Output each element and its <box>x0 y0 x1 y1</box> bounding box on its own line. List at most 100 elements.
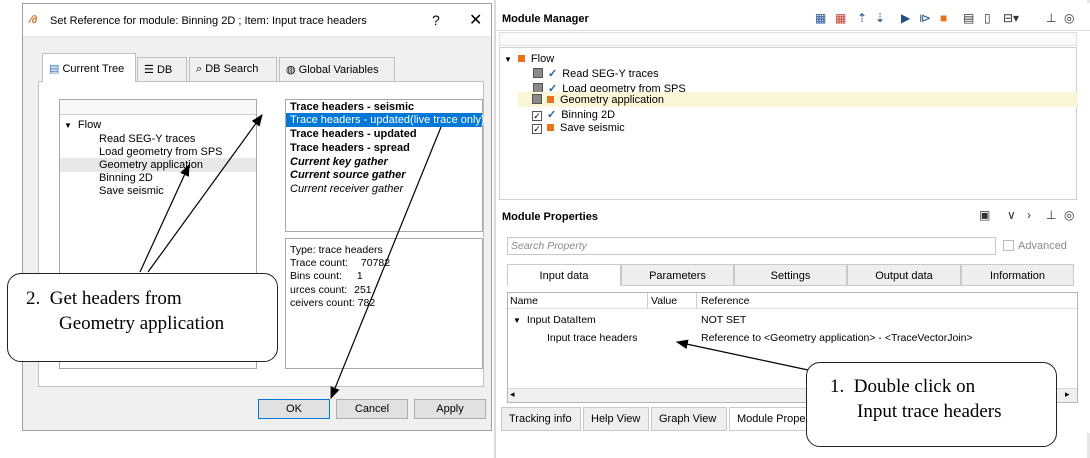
grid-row-input-dataitem[interactable]: ▼Input DataItem <box>513 314 596 326</box>
header-item[interactable]: Trace headers - updated <box>290 128 417 140</box>
tree-item[interactable]: Save seismic <box>99 185 164 197</box>
callout-text: Input trace headers <box>857 401 1002 422</box>
properties-grid[interactable]: Name Value Reference ▼Input DataItem NOT… <box>507 292 1078 403</box>
dialog-title: Set Reference for module: Binning 2D ; I… <box>50 15 367 27</box>
column-name[interactable]: Name <box>510 295 539 307</box>
tree-root[interactable]: ▼Flow <box>64 119 102 131</box>
dialog-title-bar: ⁄∂ Set Reference for module: Binning 2D … <box>23 4 491 37</box>
column-value[interactable]: Value <box>651 295 678 307</box>
stop-icon[interactable]: ■ <box>940 11 948 25</box>
tab-db[interactable]: ☰ DB <box>137 57 187 81</box>
callout-step-1: 1. Double click on Input trace headers <box>806 362 1057 447</box>
splitter[interactable] <box>494 0 496 458</box>
checkbox[interactable] <box>532 94 542 104</box>
scroll-left-icon[interactable]: ◂ <box>510 389 515 399</box>
scroll-right-icon[interactable]: ▸ <box>1065 389 1070 399</box>
tab-help-view[interactable]: Help View <box>583 407 649 431</box>
info-bins-count: Bins count: 1 <box>290 270 363 282</box>
header-item[interactable]: Current source gather <box>290 169 406 181</box>
module-read-segy[interactable]: ✓Read SEG-Y traces <box>533 67 659 81</box>
help-button[interactable]: ? <box>432 12 440 28</box>
tab-settings[interactable]: Settings <box>734 264 847 286</box>
flow-root[interactable]: ▼Flow <box>504 53 555 65</box>
header-item[interactable]: Current receiver gather <box>290 183 404 195</box>
tab-graph-view[interactable]: Graph View <box>651 407 727 431</box>
clipboard-icon[interactable]: ▯ <box>984 11 991 25</box>
column-reference[interactable]: Reference <box>701 295 750 307</box>
chevron-down-icon: ▼ <box>504 55 512 64</box>
search-property-input[interactable]: Search Property <box>507 237 996 255</box>
step-number: 1. <box>830 376 845 397</box>
menu-icon[interactable]: ⊟▾ <box>1003 11 1020 25</box>
app-logo-icon: ⁄∂ <box>30 14 38 26</box>
advanced-checkbox[interactable]: Advanced <box>1003 240 1067 252</box>
run-icon[interactable]: ▶ <box>901 11 911 25</box>
grid-cell-reference: NOT SET <box>701 314 747 326</box>
header-item[interactable]: Trace headers - spread <box>290 142 410 154</box>
grid-row-input-trace-headers[interactable]: Input trace headers <box>547 332 638 344</box>
tab-db-search[interactable]: ⌕ DB Search <box>189 57 277 81</box>
info-type: Type: trace headers <box>290 244 383 256</box>
tab-global-variables[interactable]: ◍ Global Variables <box>279 57 395 81</box>
tab-current-tree[interactable]: ▤ Current Tree <box>42 53 136 82</box>
lock-icon[interactable]: ▣ <box>979 208 991 222</box>
tree-item-geometry-application[interactable]: Geometry application <box>99 159 203 171</box>
headers-list[interactable]: Trace headers - seismic Trace headers - … <box>285 99 485 232</box>
add-module-icon[interactable]: ▦ <box>815 11 827 25</box>
square-icon <box>547 124 554 131</box>
module-binning-2d[interactable]: ✓✓Binning 2D <box>532 109 616 121</box>
check-icon: ✓ <box>547 109 557 121</box>
column-separator[interactable] <box>647 293 648 309</box>
tab-input-data[interactable]: Input data <box>507 264 621 286</box>
tab-module-properties[interactable]: Module Prope <box>729 407 821 431</box>
pin-icon[interactable]: ⊥ <box>1046 208 1057 222</box>
tree-item[interactable]: Load geometry from SPS <box>99 146 223 158</box>
chevron-down-icon: ▼ <box>64 121 72 130</box>
tree-header <box>60 100 256 115</box>
checkbox[interactable]: ✓ <box>532 124 542 134</box>
step-number: 2. <box>26 288 41 309</box>
tree-item[interactable]: Read SEG-Y traces <box>99 133 196 145</box>
float-icon[interactable]: ◎ <box>1064 11 1075 25</box>
apply-button[interactable]: Apply <box>414 399 486 419</box>
database-icon: ☰ <box>144 64 154 76</box>
grid-cell-reference: Reference to <Geometry application> - <T… <box>701 332 973 344</box>
square-icon <box>547 96 554 103</box>
module-properties-panel: Module Properties ▣ ∨ › ⊥ ◎ Search Prope… <box>497 203 1090 433</box>
chevron-down-icon[interactable]: ∨ <box>1007 208 1016 222</box>
tree-item[interactable]: Binning 2D <box>99 172 153 184</box>
checkbox[interactable] <box>533 68 543 78</box>
header-item[interactable]: Current key gather <box>290 156 388 168</box>
close-button[interactable]: ✕ <box>469 12 483 29</box>
tab-parameters[interactable]: Parameters <box>621 264 734 286</box>
ok-button[interactable]: OK <box>258 399 330 419</box>
remove-module-icon[interactable]: ▦ <box>835 11 847 25</box>
chevron-right-icon[interactable]: › <box>1027 208 1031 222</box>
column-separator[interactable] <box>696 293 697 309</box>
checkbox[interactable]: ✓ <box>532 111 542 121</box>
module-geometry-application[interactable]: Geometry application <box>532 94 664 108</box>
selection-highlight <box>286 113 482 127</box>
header-item[interactable]: Trace headers - seismic <box>290 101 415 113</box>
checkbox[interactable] <box>1003 240 1014 251</box>
module-save-seismic[interactable]: ✓Save seismic <box>532 122 625 134</box>
tab-tracking-info[interactable]: Tracking info <box>501 407 581 431</box>
pin-icon[interactable]: ⊥ <box>1046 11 1057 25</box>
tab-information[interactable]: Information <box>961 264 1074 286</box>
grid-header: Name Value Reference <box>508 293 1077 309</box>
module-row-highlight <box>518 92 1078 107</box>
run-step-icon[interactable]: ⧐ <box>919 11 931 25</box>
move-up-icon[interactable]: ⇡ <box>857 11 868 25</box>
callout-text: Double click on <box>853 376 976 397</box>
log-icon[interactable]: ▤ <box>963 11 975 25</box>
header-item-selected[interactable]: Trace headers - updated(live trace only) <box>290 114 485 126</box>
search-icon: ⌕ <box>196 63 203 75</box>
move-down-icon[interactable]: ⇣ <box>875 11 886 25</box>
float-icon[interactable]: ◎ <box>1064 208 1075 222</box>
check-icon: ✓ <box>548 68 558 80</box>
module-list[interactable]: ▼Flow ✓Read SEG-Y traces ✓Load geometry … <box>499 47 1077 200</box>
info-receivers-count: ceivers count: 782 <box>290 297 376 309</box>
globe-icon: ◍ <box>286 64 296 76</box>
cancel-button[interactable]: Cancel <box>336 399 408 419</box>
tab-output-data[interactable]: Output data <box>847 264 961 286</box>
